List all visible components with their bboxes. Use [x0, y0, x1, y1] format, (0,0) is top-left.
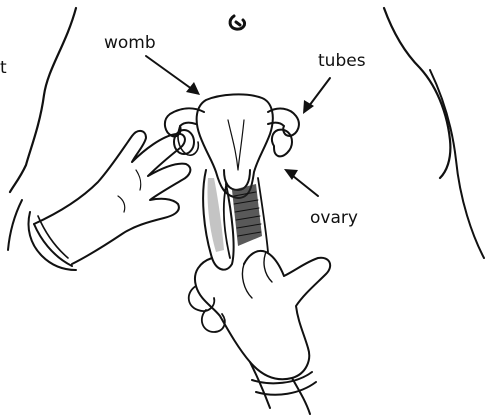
- body-outline-right: [384, 8, 484, 258]
- womb-arrow-line: [146, 56, 196, 92]
- body-outline-left: [8, 8, 76, 250]
- womb-arrowhead: [186, 82, 200, 95]
- lower-hand: [189, 170, 330, 414]
- upper-hand: [29, 131, 191, 270]
- cut-edge-text: t: [0, 58, 7, 78]
- tubes-label: tubes: [318, 51, 366, 71]
- uterus-drawing: [165, 94, 299, 198]
- womb-label: womb: [104, 33, 156, 53]
- ovary-label: ovary: [310, 208, 358, 228]
- navel-mark: [230, 16, 245, 29]
- canal-shading: [224, 178, 268, 258]
- label-arrows: [146, 56, 330, 196]
